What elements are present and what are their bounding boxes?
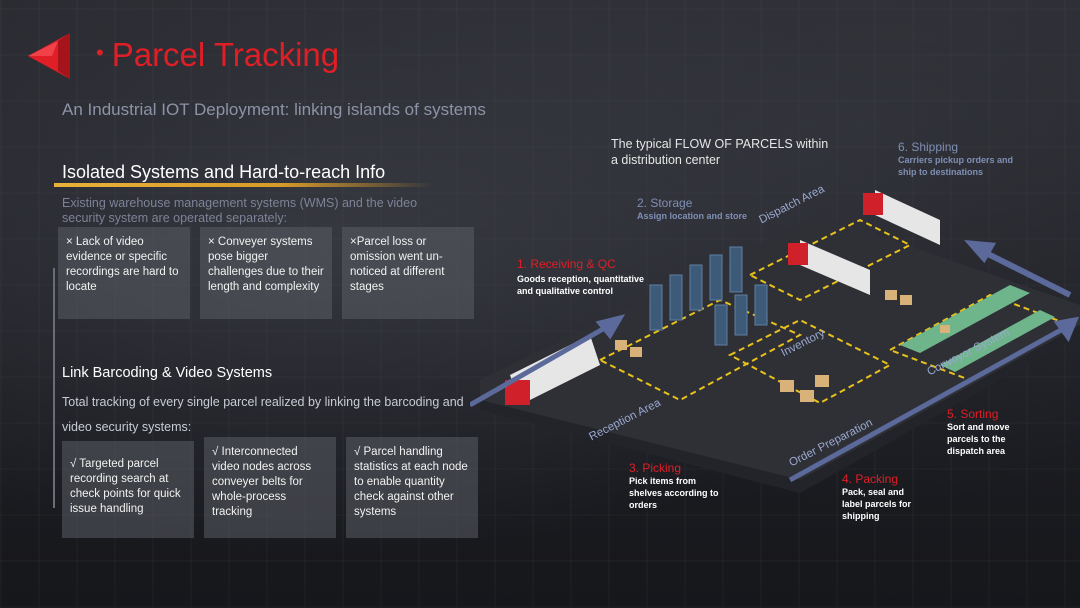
page-title: •Parcel Tracking	[96, 36, 340, 73]
solution-card-3: √ Parcel handling statistics at each nod…	[346, 437, 478, 538]
conveyor-zone-outline	[887, 293, 1073, 382]
issue-card-3: ×Parcel loss or omission went un-noticed…	[342, 227, 474, 319]
issue-card-2: × Conveyer systems pose bigger challenge…	[200, 227, 332, 319]
step-storage: 2. Storage Assign location and store	[637, 196, 777, 222]
solution-card-1: √ Targeted parcel recording search at ch…	[62, 441, 194, 538]
section-divider-line	[53, 268, 55, 508]
step-sorting-title: 5. Sorting	[947, 407, 999, 421]
conveyor-belt	[900, 285, 1030, 353]
warehouse-flow-illustration	[470, 190, 1080, 493]
page-subtitle: An Industrial IOT Deployment: linking is…	[62, 100, 486, 119]
section2-title: Link Barcoding & Video Systems	[62, 365, 273, 381]
step-storage-desc: Assign location and store	[637, 211, 748, 221]
step-picking: 3. Picking Pick items from shelves accor…	[629, 461, 729, 511]
step-receiving-title: 1. Receiving & QC	[517, 257, 616, 271]
flow-title-line1: The typical FLOW OF PARCELS within	[611, 137, 829, 151]
step-packing-title: 4. Packing	[842, 472, 899, 486]
step-shipping-title: 6. Shipping	[898, 140, 959, 154]
step-shipping-desc: Carriers pickup orders and ship to desti…	[898, 155, 1014, 177]
section1-underline	[54, 183, 432, 187]
conveyor-belt-2	[940, 310, 1055, 372]
flow-arrows	[470, 239, 1080, 483]
truck-dispatch-2	[863, 190, 940, 245]
dispatch-zone-outline	[747, 218, 913, 302]
step-packing: 4. Packing Pack, seal and label parcels …	[842, 472, 927, 522]
section2-description: Total tracking of every single parcel re…	[62, 395, 464, 434]
truck-dispatch-1	[788, 240, 870, 295]
step-picking-title: 3. Picking	[629, 461, 682, 475]
brand-logo-icon	[28, 33, 70, 79]
step-sorting-desc: Sort and move parcels to the dispatch ar…	[947, 422, 1010, 456]
step-picking-desc: Pick items from shelves according to ord…	[629, 476, 719, 510]
issue-card-1: × Lack of video evidence or specific rec…	[58, 227, 190, 319]
step-receiving: 1. Receiving & QC Goods reception, quant…	[517, 257, 647, 297]
page-title-text: Parcel Tracking	[111, 36, 340, 73]
step-shipping: 6. Shipping Carriers pickup orders and s…	[898, 140, 1028, 178]
reception-zone-outline	[597, 298, 803, 402]
truck-reception	[505, 335, 600, 405]
solution-card-2: √ Interconnected video nodes across conv…	[204, 437, 336, 538]
section1-title: Isolated Systems and Hard-to-reach Info	[62, 162, 386, 182]
warehouse-floor	[480, 215, 1080, 480]
flow-title: The typical FLOW OF PARCELS within a dis…	[611, 136, 828, 168]
storage-shelves	[649, 246, 768, 346]
step-storage-title: 2. Storage	[637, 196, 693, 210]
section1-description: Existing warehouse management systems (W…	[62, 196, 418, 225]
flow-title-line2: a distribution center	[611, 153, 721, 167]
step-packing-desc: Pack, seal and label parcels for shippin…	[842, 487, 912, 521]
parcels	[615, 290, 950, 402]
step-receiving-desc: Goods reception, quantitative and qualit…	[517, 274, 645, 296]
step-sorting: 5. Sorting Sort and move parcels to the …	[947, 407, 1022, 457]
